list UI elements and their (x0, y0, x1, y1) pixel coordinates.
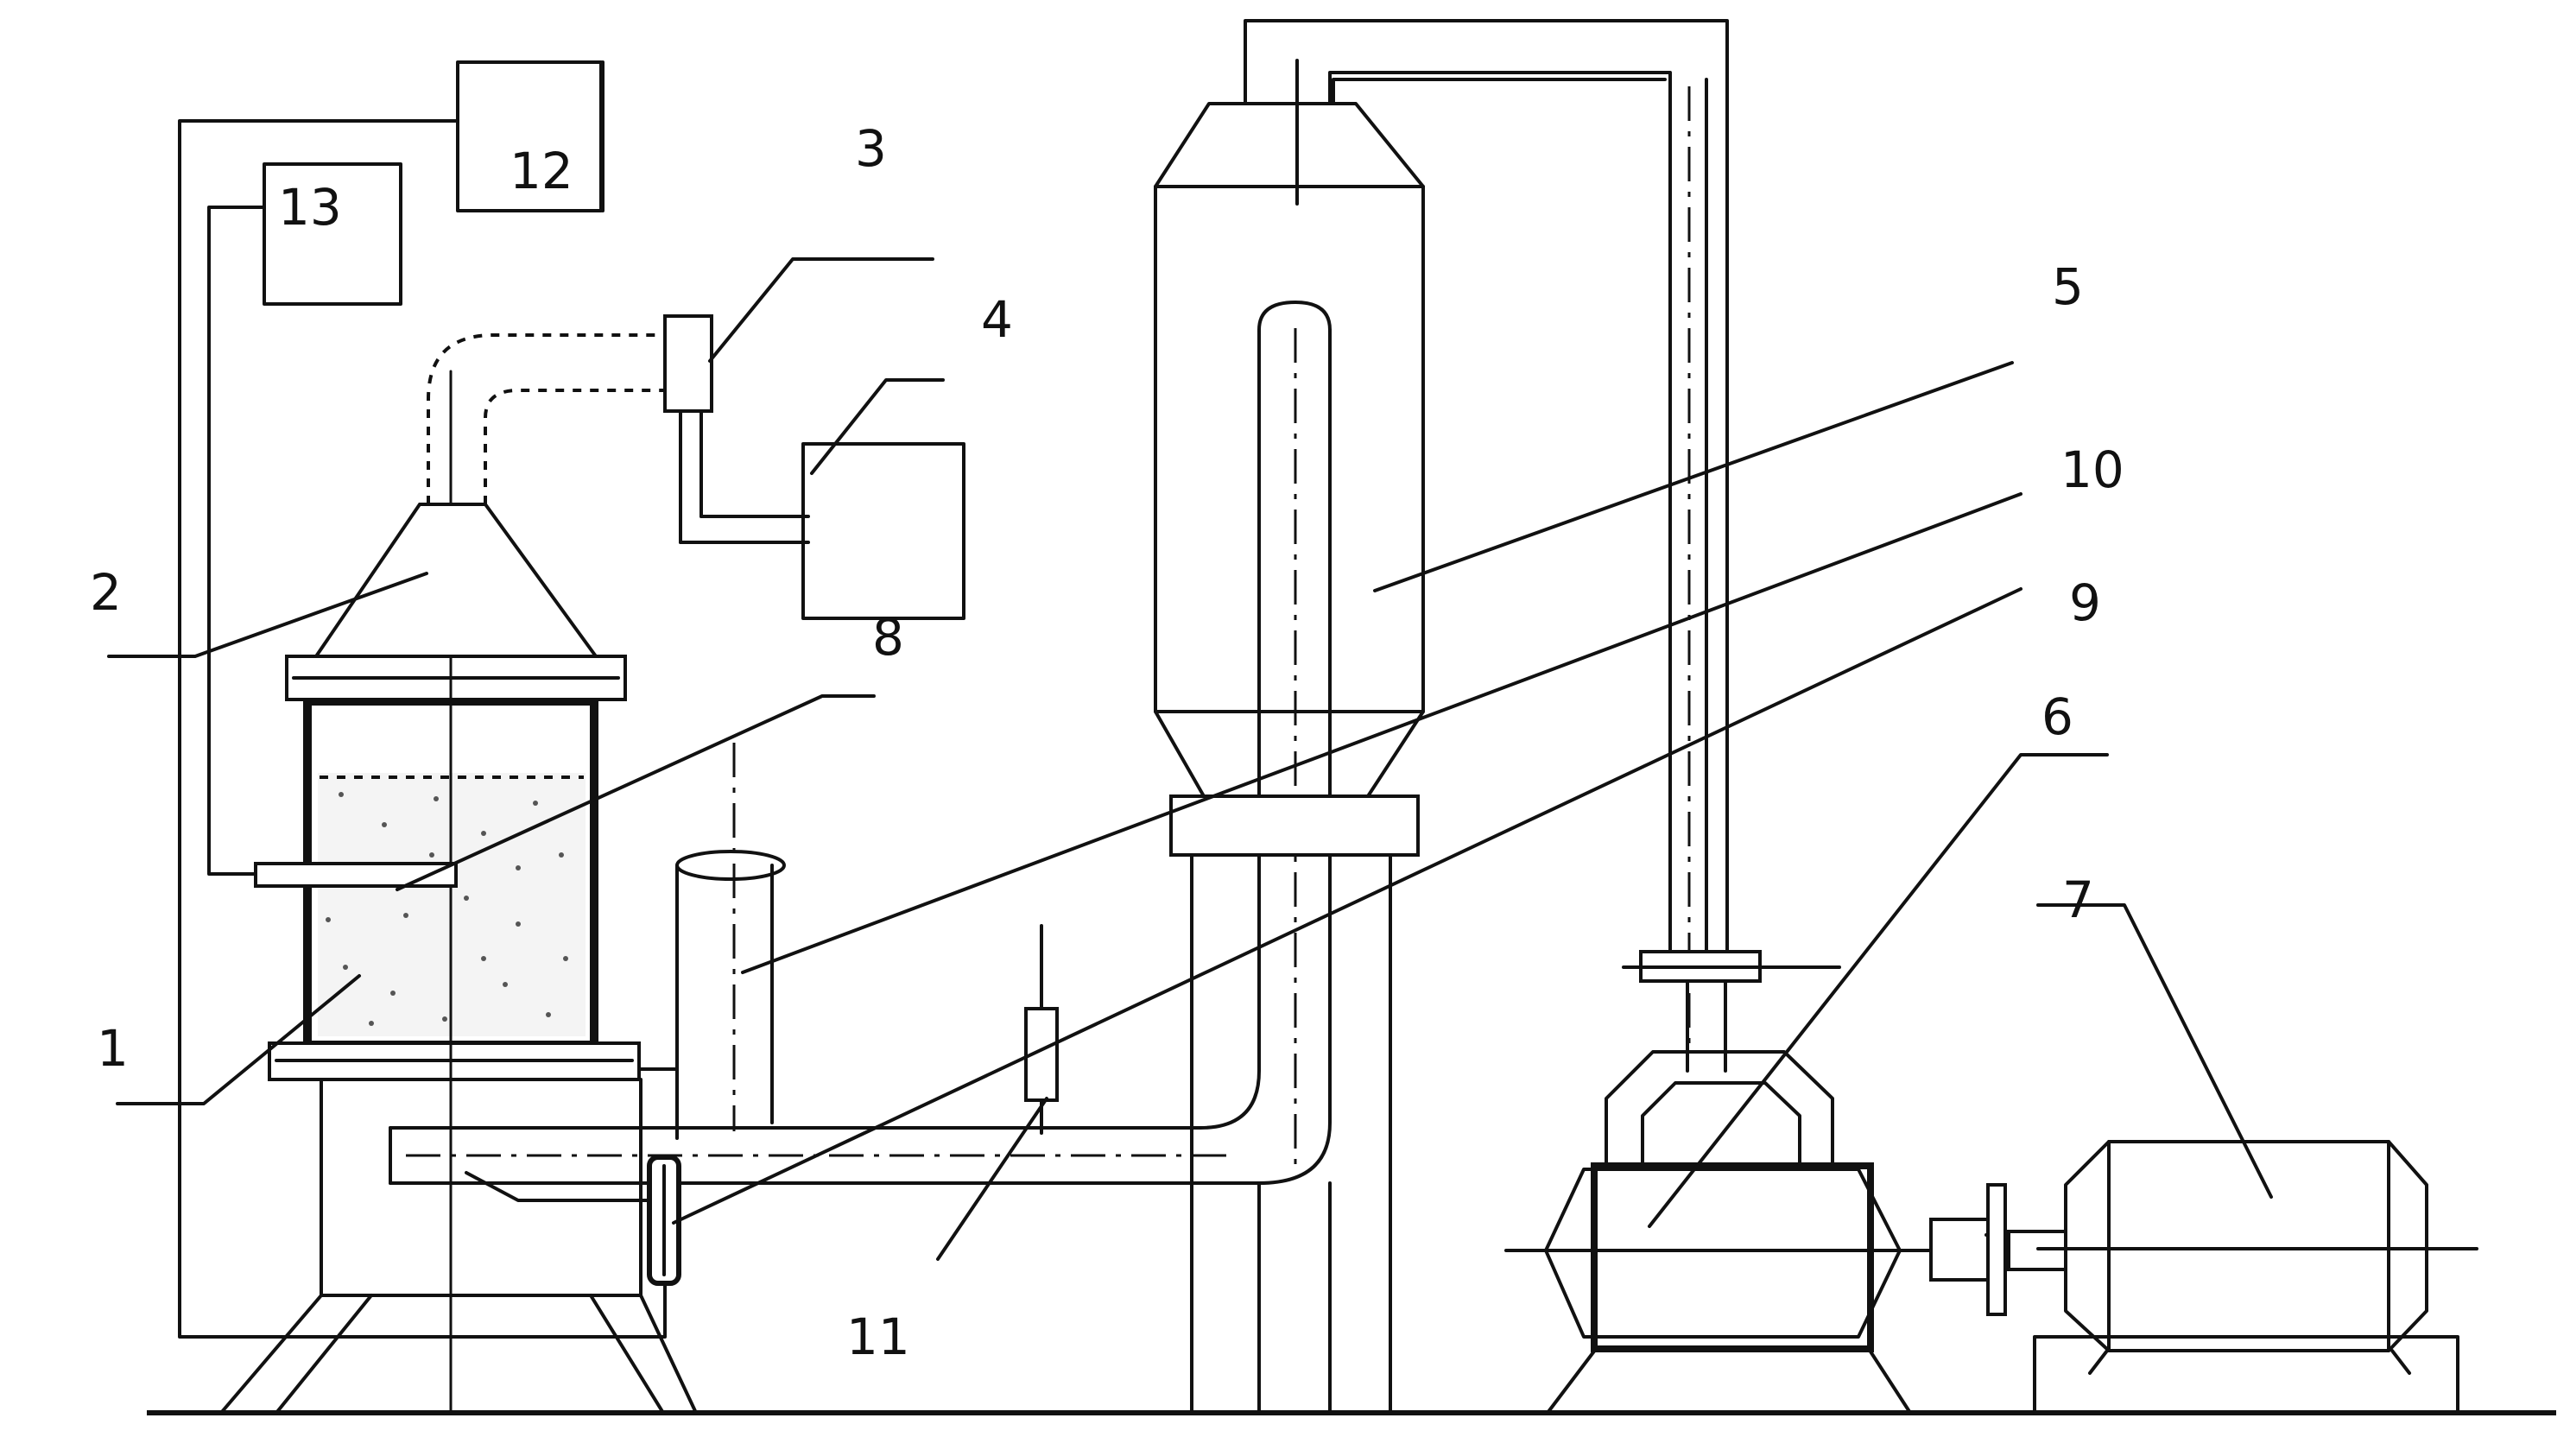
sensor-3 (663, 314, 810, 544)
particle-bed (326, 792, 568, 1026)
pipe-10 (639, 743, 786, 1140)
label-8: 8 (872, 608, 904, 667)
label-13: 13 (278, 178, 342, 237)
reactor-1 (219, 370, 698, 1415)
return-piping (1244, 19, 1841, 1073)
label-1: 1 (97, 1019, 129, 1078)
separator-5 (1154, 59, 1425, 1415)
probe-11 (1024, 924, 1059, 1135)
label-2: 2 (90, 563, 122, 622)
horizontal-duct (389, 301, 1332, 1185)
controllers (178, 60, 667, 1339)
label-3: 3 (855, 119, 887, 178)
label-4: 4 (981, 290, 1013, 349)
label-5: 5 (2052, 257, 2084, 316)
part-labels: 1 2 3 4 5 6 7 8 9 10 11 12 13 (90, 119, 2124, 1366)
hood-2 (313, 333, 679, 658)
label-11: 11 (846, 1307, 910, 1366)
label-6: 6 (2041, 687, 2073, 746)
fan-6 (1504, 1050, 2047, 1415)
leader-lines (107, 257, 2273, 1261)
label-12: 12 (510, 142, 573, 200)
label-7: 7 (2062, 870, 2094, 929)
thermocouple-9 (647, 1155, 681, 1286)
analyzer-4 (801, 442, 965, 620)
label-9: 9 (2069, 573, 2101, 632)
controller-13 (263, 162, 402, 306)
motor-7 (2007, 1140, 2478, 1415)
label-10: 10 (2060, 440, 2124, 499)
